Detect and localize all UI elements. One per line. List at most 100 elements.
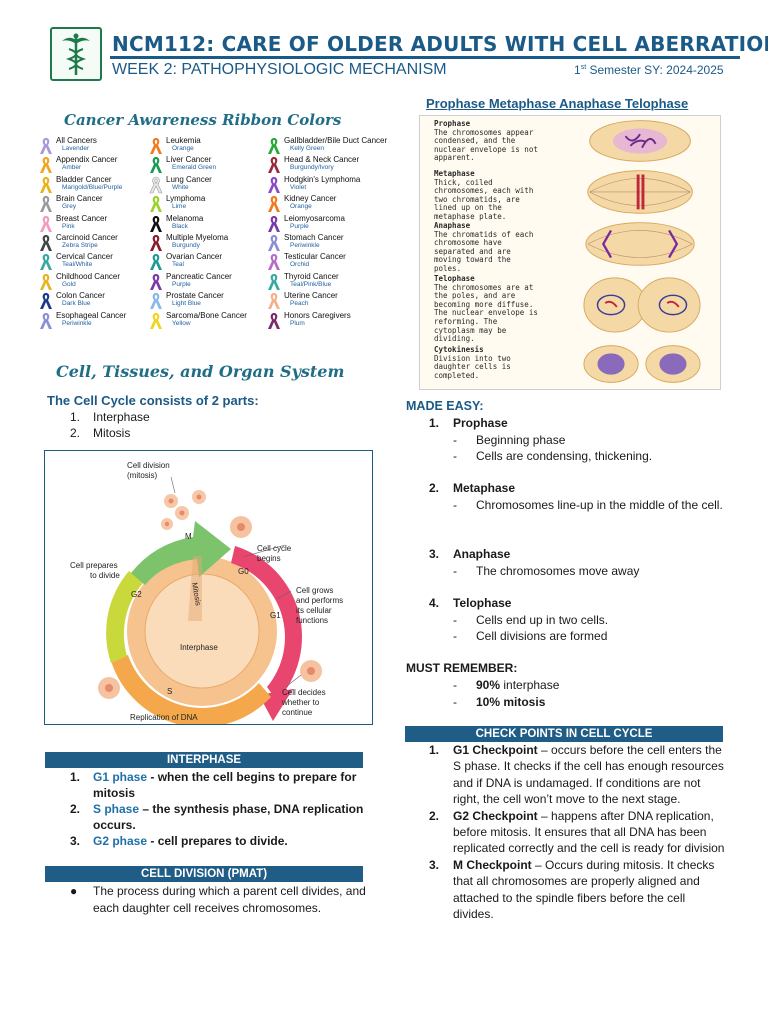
ribbon-icon	[268, 138, 280, 154]
ribbon-name: Liver Cancer	[166, 155, 212, 165]
step-prophase: 1.Prophase -Beginning phase -Cells are c…	[429, 416, 653, 463]
ribbon-color-name: Zebra Stripe	[62, 241, 98, 249]
ribbon-name: Lymphoma	[166, 194, 206, 204]
ribbon-color-name: Emerald Green	[172, 164, 217, 172]
list-item: 3.M Checkpoint – Occurs during mitosis. …	[429, 857, 715, 922]
phase-cell-illustration	[589, 120, 691, 162]
phase-description: Division into two daughter cells is comp…	[434, 353, 511, 380]
ribbon-icon	[268, 215, 280, 232]
ribbon-name: Brain Cancer	[56, 194, 103, 204]
phase-description: Thick, coiled chromosomes, each with two…	[434, 177, 534, 221]
ribbon-color-name: Pink	[62, 222, 75, 230]
ribbon-icon	[40, 293, 52, 310]
ribbon-color-name: Purple	[172, 280, 191, 288]
label-replication: Replication of DNA	[130, 713, 198, 722]
semester-label: 1st Semester SY: 2024-2025	[574, 63, 724, 77]
phase-name: Telophase	[434, 274, 475, 283]
ribbon-icon	[40, 176, 52, 193]
page-title: NCM112: CARE OF OLDER ADULTS WITH CELL A…	[112, 32, 768, 56]
ribbon-color-name: Gold	[62, 280, 76, 288]
phase-cell-illustration	[583, 345, 701, 383]
ribbon-name: Stomach Cancer	[284, 232, 344, 242]
must-remember-title: MUST REMEMBER:	[406, 661, 518, 675]
ribbon-icon	[268, 176, 280, 193]
ribbon-color-name: Black	[172, 222, 188, 230]
ribbon-color-name: Orange	[290, 203, 312, 211]
ribbon-icon	[150, 196, 162, 213]
header-rule	[110, 56, 740, 59]
ribbon-color-name: Teal/White	[62, 261, 93, 269]
phase-cell-illustration	[587, 170, 693, 214]
ribbon-icon	[268, 312, 280, 329]
ribbon-name: Appendix Cancer	[56, 155, 118, 165]
label-mitosis: Mitosis	[190, 582, 203, 607]
ribbon-color-name: Kelly Green	[290, 145, 324, 152]
ribbon-color-name: Orchid	[290, 261, 310, 269]
list-item: 3.G2 phase - cell prepares to divide.	[70, 834, 288, 848]
ribbon-name: Head & Neck Cancer	[284, 155, 360, 165]
label-mitosis-paren: (mitosis)	[127, 471, 158, 480]
ribbon-color-name: Periwinkle	[290, 241, 320, 249]
ribbon-icon	[40, 312, 52, 329]
ribbon-color-name: Teal	[172, 261, 184, 269]
ribbon-color-name: Purple	[290, 222, 309, 230]
label-cell-decides: Cell decides	[282, 688, 326, 697]
checkpoints-list: 1.G1 Checkpoint – occurs before the cell…	[429, 742, 725, 922]
interphase-list: 1.G1 phase - when the cell begins to pre…	[70, 769, 370, 849]
label-interphase: Interphase	[180, 643, 218, 652]
phase-cell-illustration	[585, 222, 695, 266]
label-cell-grows: Cell grows	[296, 586, 333, 595]
ribbon-name: Hodgkin's Lymphoma	[284, 174, 361, 184]
step-metaphase: 2.Metaphase -Chromosomes line-up in the …	[429, 481, 723, 512]
ribbon-name: Honors Caregivers	[284, 310, 351, 320]
ribbon-color-name: Lavender	[62, 145, 90, 152]
label-g1: G1	[270, 611, 281, 620]
ribbon-name: Kidney Cancer	[284, 194, 337, 204]
list-item: 1.Interphase	[70, 410, 150, 424]
ribbon-icon	[40, 215, 52, 232]
school-logo	[50, 27, 102, 81]
ribbon-name: Testicular Cancer	[284, 252, 346, 262]
phase-name: Prophase	[434, 119, 471, 128]
ribbon-icon	[40, 196, 52, 213]
label-cell-cycle: Cell cycle	[257, 544, 292, 553]
ribbon-color-name: Amber	[62, 164, 82, 172]
ribbon-name: All Cancers	[56, 136, 97, 145]
cell-cycle-diagram: Cell division (mitosis) M Cell cycle beg…	[44, 450, 373, 728]
ribbon-icon	[268, 196, 280, 213]
cell-division-bar: CELL DIVISION (PMAT)	[45, 866, 363, 882]
ribbon-icon	[268, 293, 280, 310]
phase-name: Anaphase	[434, 221, 471, 230]
interphase-bar: INTERPHASE	[45, 752, 363, 768]
ribbon-name: Sarcoma/Bone Cancer	[166, 310, 247, 320]
label-g0: G0	[238, 567, 249, 576]
ribbon-name: Multiple Myeloma	[166, 232, 229, 242]
list-item: 1.G1 phase - when the cell begins to pre…	[70, 770, 357, 800]
ribbon-icon	[40, 157, 52, 174]
list-item: 2.Mitosis	[70, 426, 131, 440]
label-whether-to: whether to	[281, 698, 320, 707]
